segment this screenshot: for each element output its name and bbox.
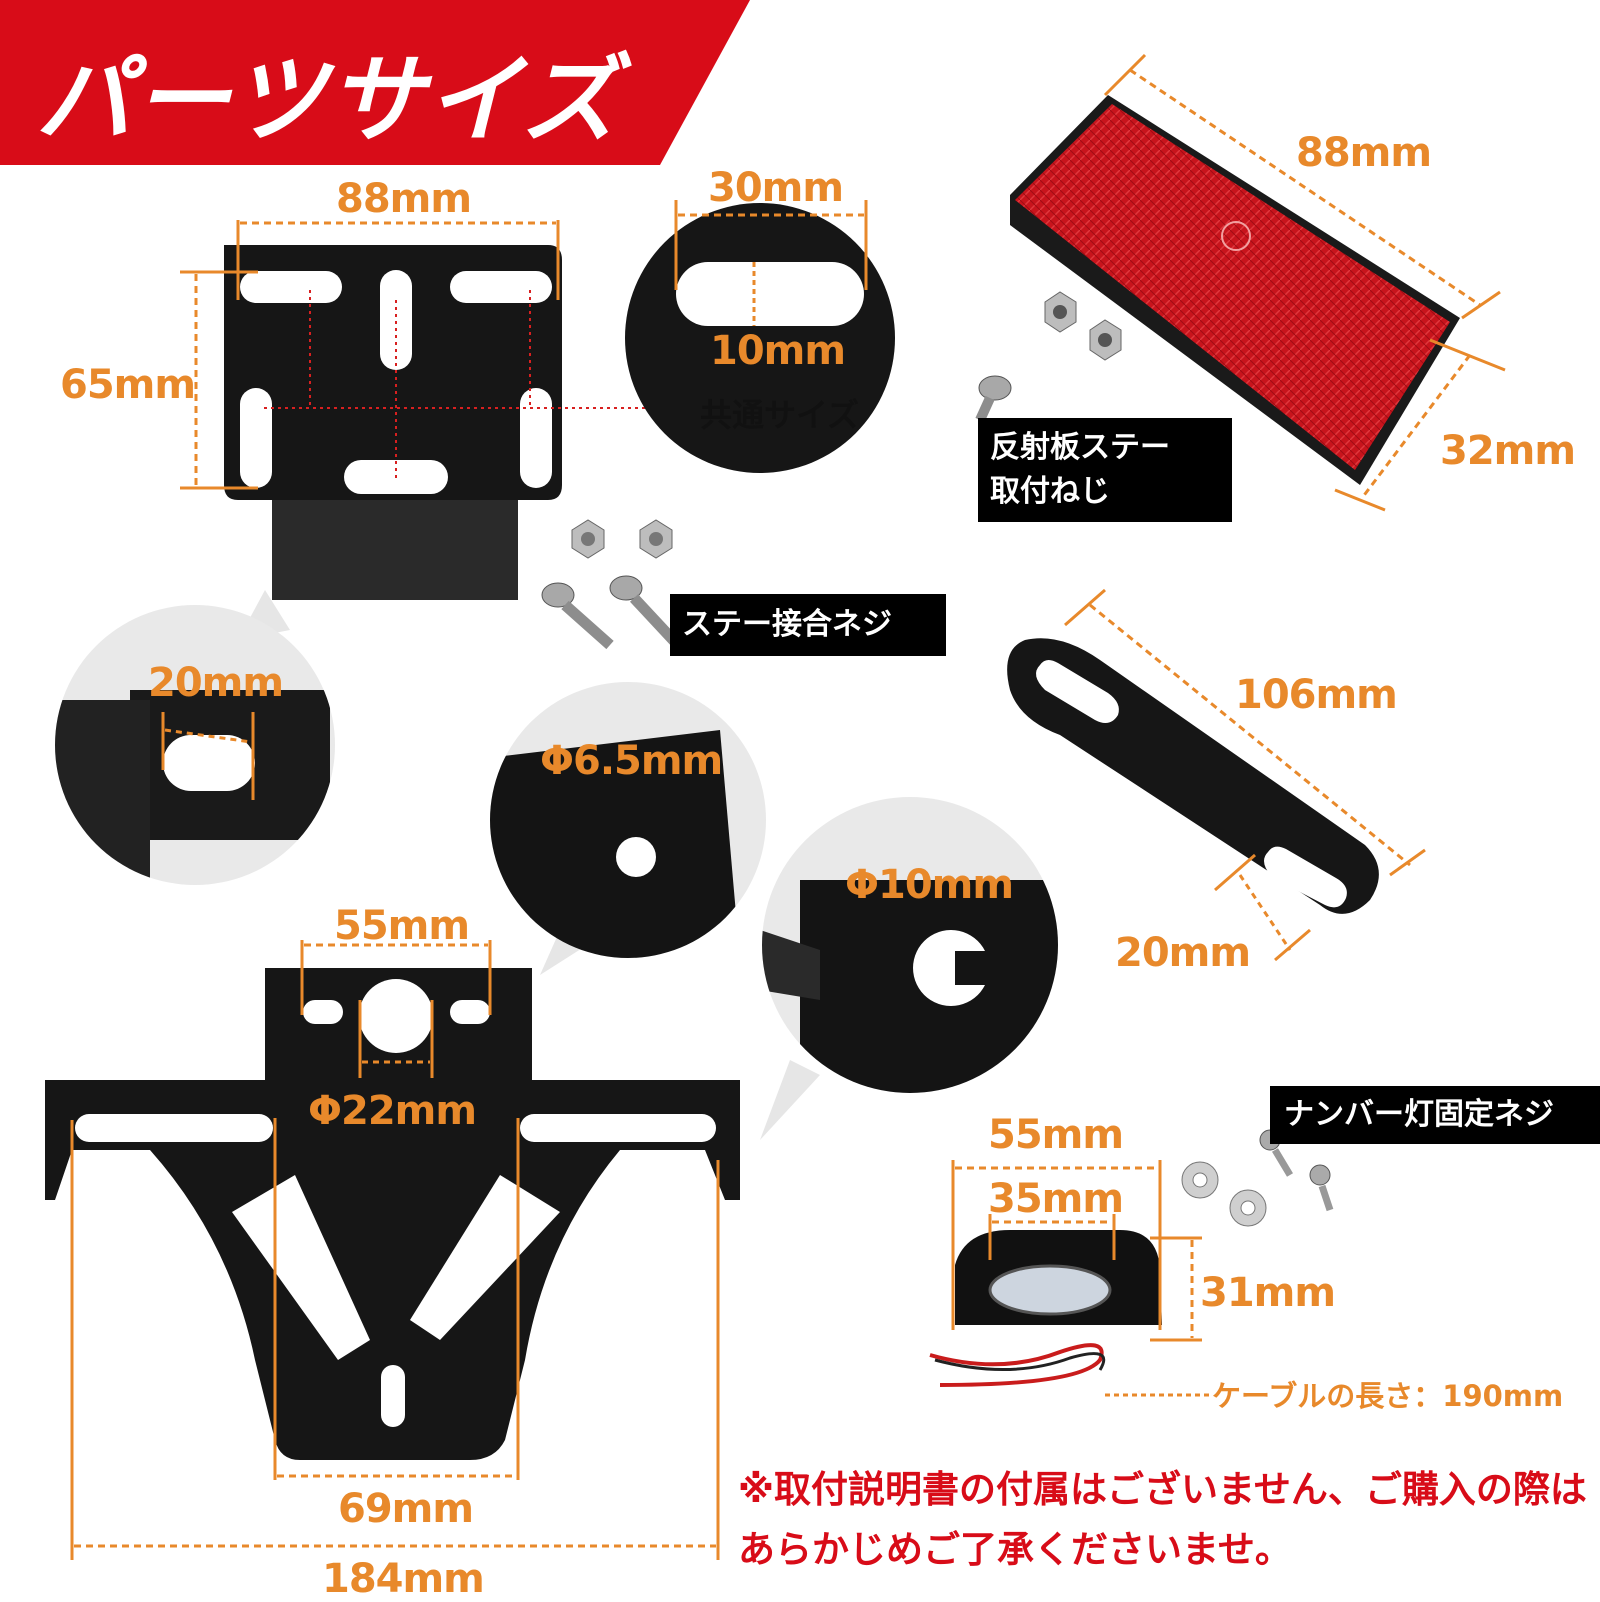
stay-screws — [541, 519, 680, 650]
stay-slot-label: 20mm — [148, 660, 284, 706]
main-bracket — [45, 968, 740, 1460]
main-center-hole-label: Φ22mm — [308, 1088, 477, 1134]
hole-large-label: Φ10mm — [845, 862, 1014, 908]
reflector-screw-label-line1: 反射板ステー — [990, 430, 1170, 465]
cable-length-label: ケーブルの長さ：190mm — [1212, 1379, 1564, 1413]
top-bracket-height-label: 65mm — [60, 362, 196, 408]
top-bracket — [224, 245, 690, 600]
license-lamp — [929, 1230, 1162, 1387]
hole-small-detail — [490, 730, 740, 958]
page-title: パーツサイズ — [36, 44, 620, 156]
reflector-screw-label: 反射板ステー 取付ねじ — [978, 418, 1232, 522]
lamp-height-label: 31mm — [1200, 1270, 1336, 1316]
main-top-spacing-label: 55mm — [334, 903, 470, 949]
stay-bar — [1007, 638, 1379, 914]
lamp-screws — [1181, 1129, 1334, 1227]
stay-slot-detail — [55, 690, 330, 880]
reflector-nuts — [975, 291, 1122, 423]
slot-width-label: 30mm — [708, 165, 844, 211]
reflector-length-label: 88mm — [1296, 130, 1432, 176]
lamp-screw-label: ナンバー灯固定ネジ — [1270, 1086, 1600, 1144]
common-size-label: 共通サイズ — [700, 396, 860, 434]
title-banner — [0, 0, 750, 165]
reflector-height-label: 32mm — [1440, 428, 1576, 474]
top-bracket-width-label: 88mm — [336, 176, 472, 222]
reflector — [1010, 95, 1460, 485]
hole-large-detail — [762, 880, 1058, 1093]
hole-small-label: Φ6.5mm — [540, 738, 723, 784]
slot-detail — [625, 203, 895, 473]
main-total-width-label: 184mm — [322, 1556, 485, 1602]
stay-width-label: 20mm — [1115, 930, 1251, 976]
stay-length-label: 106mm — [1235, 672, 1398, 718]
lamp-spacing-label: 35mm — [988, 1176, 1124, 1222]
lamp-width-label: 55mm — [988, 1112, 1124, 1158]
stay-screw-label: ステー接合ネジ — [670, 594, 946, 656]
reflector-screw-label-line2: 取付ねじ — [990, 474, 1110, 509]
notice-text: ※取付説明書の付属はございません、ご購入の際はあらかじめご了承くださいませ。 — [738, 1468, 1587, 1571]
slot-height-label: 10mm — [710, 328, 846, 374]
main-bottom-spacing-label: 69mm — [338, 1486, 474, 1532]
